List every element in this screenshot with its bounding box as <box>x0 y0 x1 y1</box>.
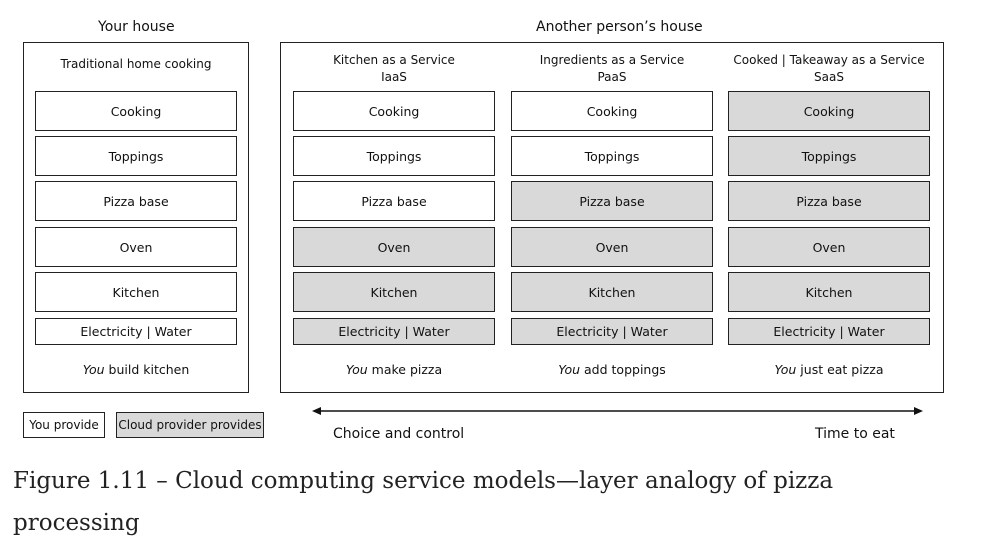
column-header-title: Cooked | Takeaway as a Service <box>733 53 925 67</box>
column-caption: You make pizza <box>293 362 495 377</box>
layer-pizza-base: Pizza base <box>293 181 495 221</box>
column-header-title: Kitchen as a Service <box>333 53 455 67</box>
column-caption-subject: You <box>774 362 797 377</box>
layer-cooking: Cooking <box>511 91 713 131</box>
layer-toppings: Toppings <box>35 136 237 176</box>
axis-label-choice-and-control: Choice and control <box>333 426 465 442</box>
layer-oven: Oven <box>511 227 713 267</box>
column-caption: You add toppings <box>511 362 713 377</box>
legend-cloud-provides: Cloud provider provides <box>116 412 264 438</box>
layer-oven: Oven <box>35 227 237 267</box>
column-caption-subject: You <box>345 362 368 377</box>
layer-electricity-water: Electricity | Water <box>293 318 495 345</box>
layer-cooking: Cooking <box>293 91 495 131</box>
layer-electricity-water: Electricity | Water <box>511 318 713 345</box>
column-caption-text: add toppings <box>580 362 666 377</box>
layer-toppings: Toppings <box>293 136 495 176</box>
group-title-another-house: Another person’s house <box>536 19 703 35</box>
layer-kitchen: Kitchen <box>511 272 713 312</box>
column-header-model: IaaS <box>381 70 407 84</box>
choice-time-axis-arrow <box>312 407 923 415</box>
column-header-model: PaaS <box>597 70 627 84</box>
layer-toppings: Toppings <box>511 136 713 176</box>
layer-kitchen: Kitchen <box>35 272 237 312</box>
column-header: Traditional home cooking <box>35 56 237 73</box>
layer-pizza-base: Pizza base <box>35 181 237 221</box>
layer-cooking: Cooking <box>35 91 237 131</box>
column-caption: You just eat pizza <box>728 362 930 377</box>
layer-pizza-base: Pizza base <box>728 181 930 221</box>
column-caption: You build kitchen <box>35 362 237 377</box>
column-caption-text: make pizza <box>367 362 443 377</box>
layer-electricity-water: Electricity | Water <box>35 318 237 345</box>
layer-kitchen: Kitchen <box>728 272 930 312</box>
layer-pizza-base: Pizza base <box>511 181 713 221</box>
column-caption-subject: You <box>82 362 105 377</box>
figure-caption: Figure 1.11 – Cloud computing service mo… <box>13 468 834 536</box>
axis-label-time-to-eat: Time to eat <box>815 426 895 442</box>
column-caption-text: build kitchen <box>104 362 190 377</box>
layer-oven: Oven <box>293 227 495 267</box>
column-caption-text: just eat pizza <box>796 362 884 377</box>
layer-cooking: Cooking <box>728 91 930 131</box>
layer-electricity-water: Electricity | Water <box>728 318 930 345</box>
legend-you-provide: You provide <box>23 412 105 438</box>
layer-toppings: Toppings <box>728 136 930 176</box>
column-header-title: Traditional home cooking <box>60 57 212 71</box>
group-title-your-house: Your house <box>98 19 175 35</box>
column-header-model: SaaS <box>814 70 844 84</box>
layer-oven: Oven <box>728 227 930 267</box>
column-header-title: Ingredients as a Service <box>539 53 685 67</box>
column-caption-subject: You <box>558 362 581 377</box>
layer-kitchen: Kitchen <box>293 272 495 312</box>
